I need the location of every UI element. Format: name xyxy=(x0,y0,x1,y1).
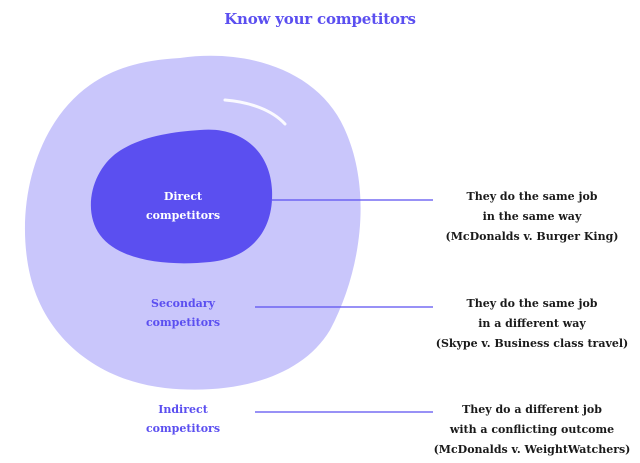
direct-desc-line-3: (McDonalds v. Burger King) xyxy=(445,230,619,243)
secondary-desc-line-3: (Skype v. Business class travel) xyxy=(435,337,629,350)
page-title: Know your competitors xyxy=(224,10,416,28)
secondary-competitors-label: Secondary competitors xyxy=(113,294,253,332)
indirect-competitors-description: They do a different job with a conflicti… xyxy=(432,400,632,460)
direct-desc-line-1: They do the same job xyxy=(466,190,598,203)
inner-ring-shape xyxy=(90,129,273,264)
direct-competitors-description: They do the same job in the same way (Mc… xyxy=(432,187,632,247)
direct-label-line-2: competitors xyxy=(145,209,221,222)
indirect-desc-line-2: with a conflicting outcome xyxy=(449,423,615,436)
direct-label-line-1: Direct xyxy=(163,190,203,203)
secondary-desc-line-2: in a different way xyxy=(478,317,586,330)
indirect-desc-line-1: They do a different job xyxy=(462,403,602,416)
secondary-desc-line-1: They do the same job xyxy=(466,297,598,310)
direct-desc-line-2: in the same way xyxy=(482,210,582,223)
indirect-label-line-2: competitors xyxy=(145,422,221,435)
indirect-label-line-1: Indirect xyxy=(158,403,208,416)
outer-ring-highlight xyxy=(223,98,287,126)
indirect-desc-line-3: (McDonalds v. WeightWatchers) xyxy=(433,443,631,456)
secondary-label-line-1: Secondary xyxy=(151,297,215,310)
secondary-label-line-2: competitors xyxy=(145,316,221,329)
secondary-competitors-description: They do the same job in a different way … xyxy=(432,294,632,354)
indirect-competitors-label: Indirect competitors xyxy=(113,400,253,438)
direct-competitors-label: Direct competitors xyxy=(113,187,253,225)
